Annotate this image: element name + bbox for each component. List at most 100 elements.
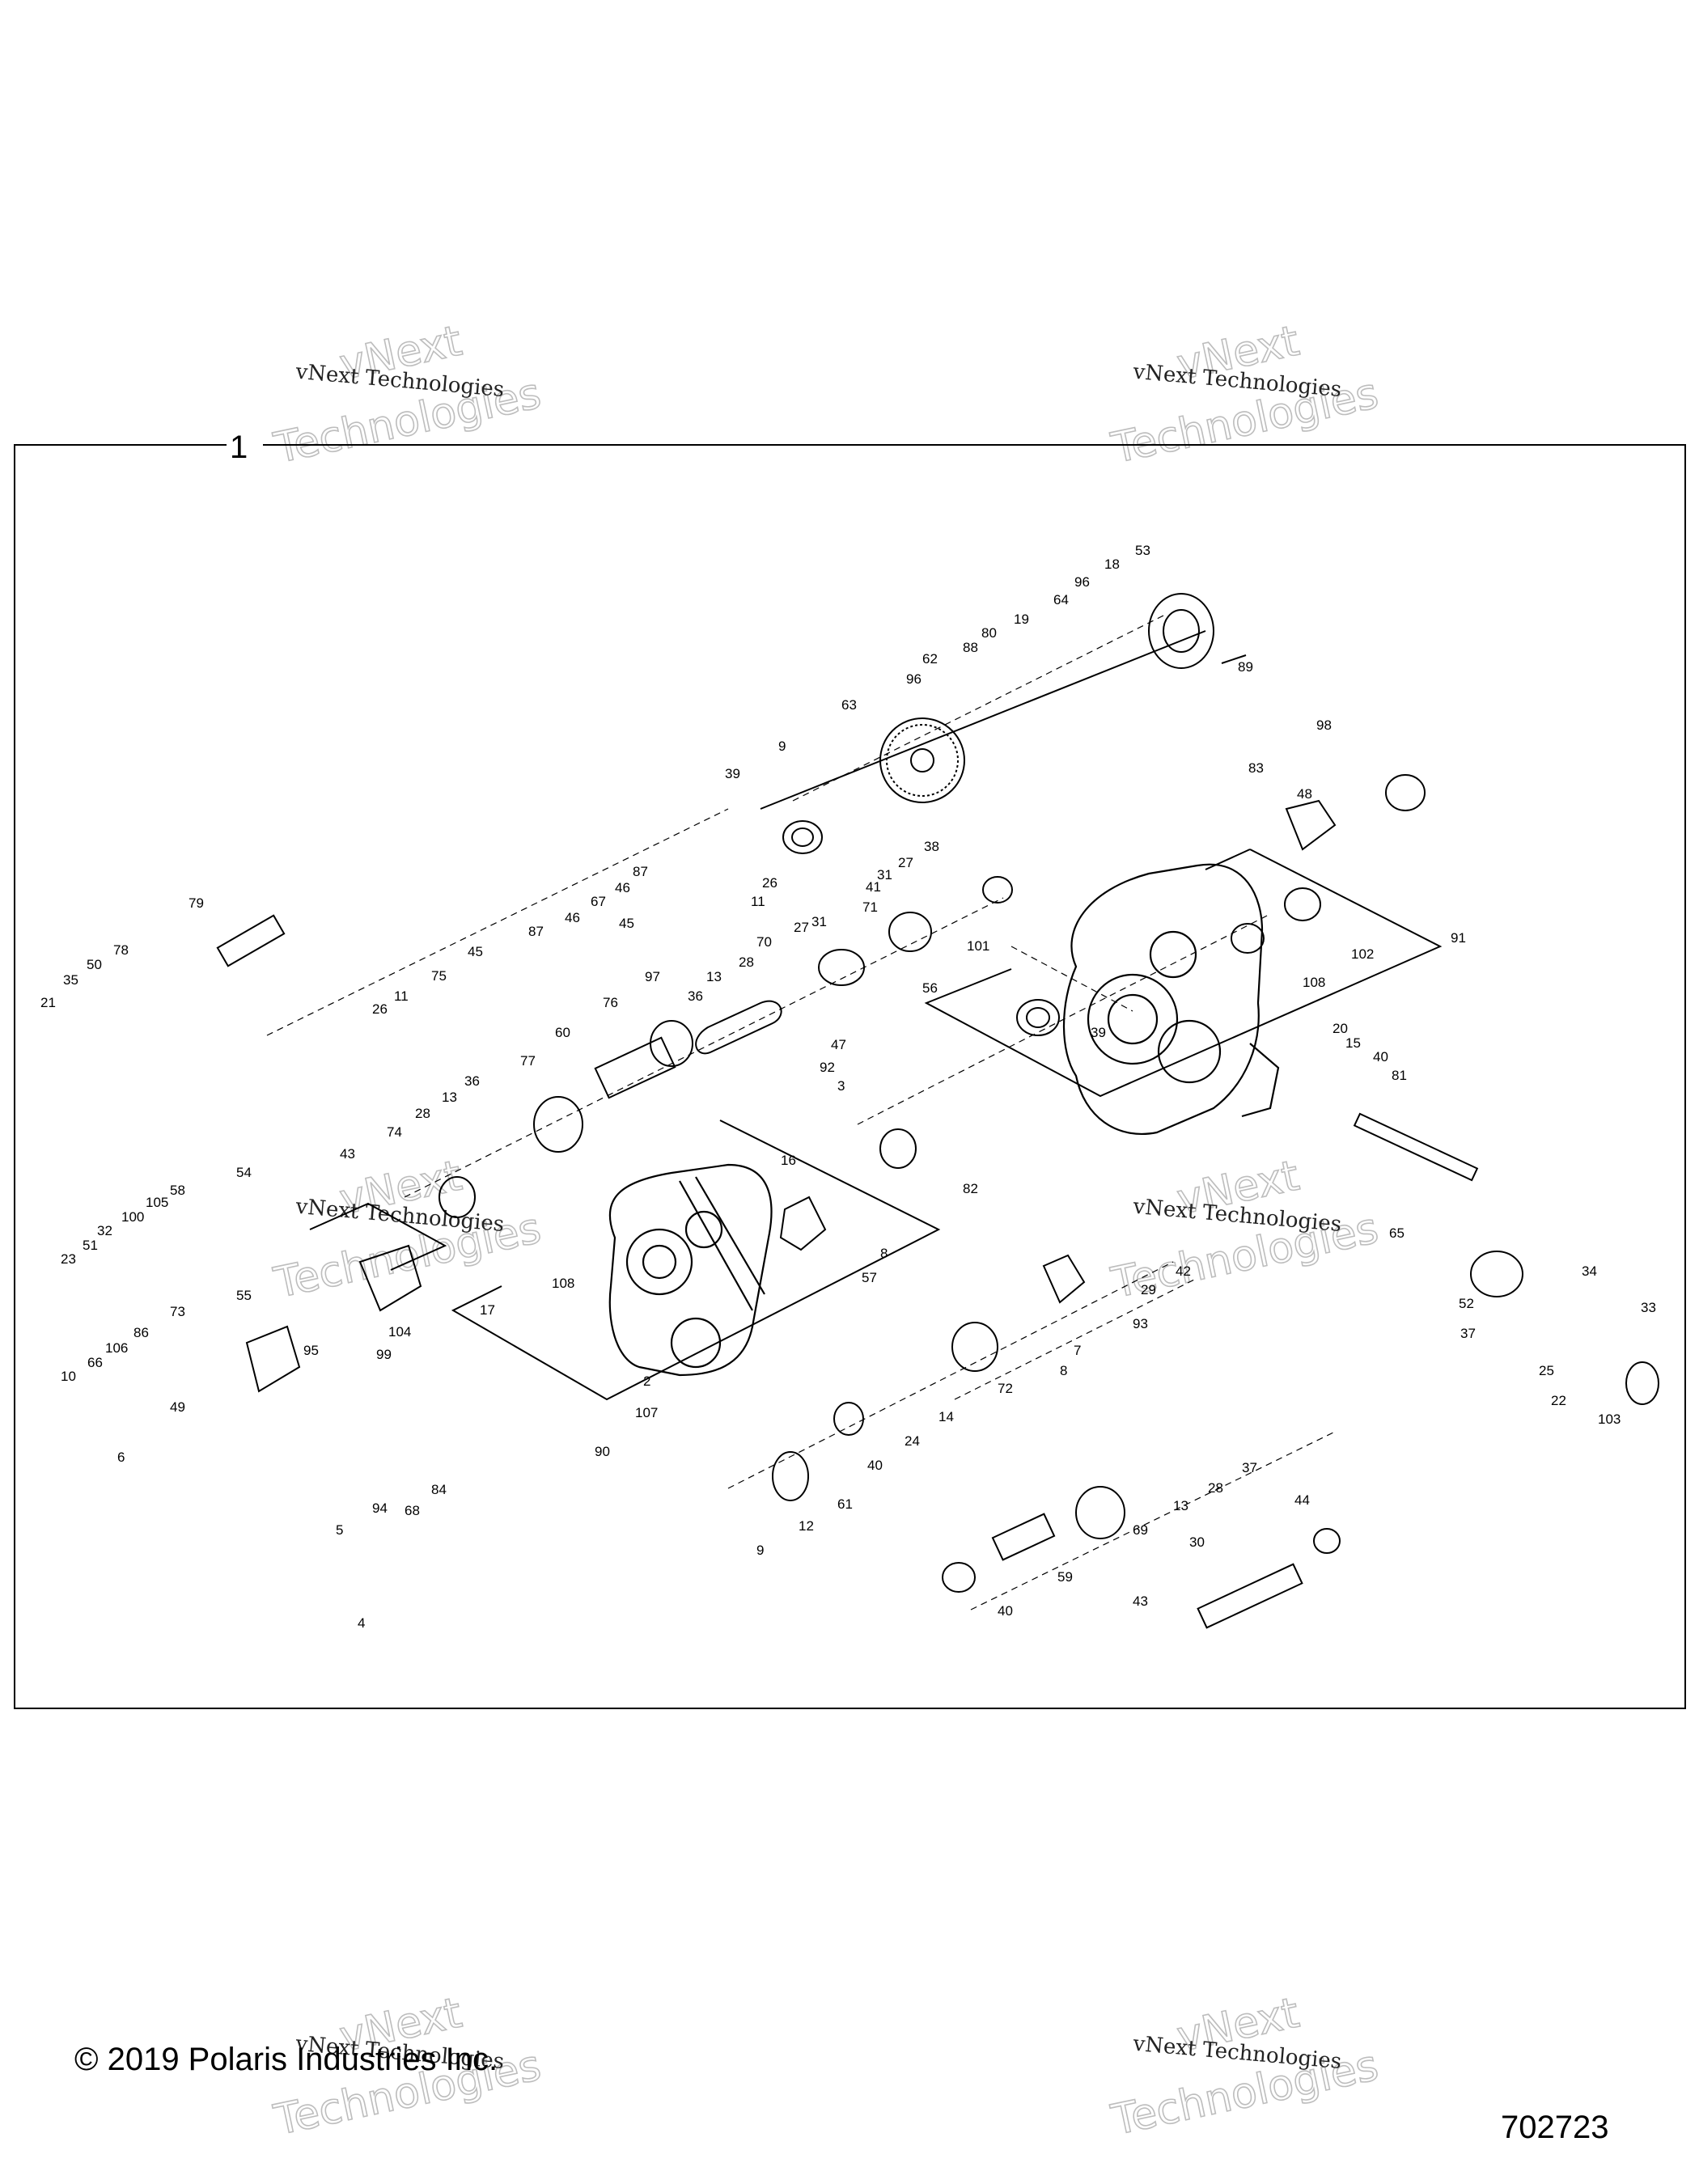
callout-c94: 94 — [372, 1500, 388, 1516]
callout-c108b: 108 — [552, 1276, 574, 1291]
part-108-seal — [1231, 923, 1265, 954]
callout-c104: 104 — [388, 1324, 411, 1340]
callout-c13a: 13 — [706, 969, 722, 984]
assembly-frame — [14, 444, 1686, 1709]
callout-c37a: 37 — [1460, 1326, 1476, 1341]
callout-c26b: 26 — [372, 1001, 388, 1017]
callout-c45b: 45 — [468, 944, 483, 959]
callout-c57: 57 — [862, 1270, 877, 1285]
bracket-91-top — [1205, 849, 1251, 870]
callout-c96b: 96 — [906, 671, 922, 687]
callout-c93: 93 — [1133, 1316, 1148, 1331]
part-53-housing — [1148, 593, 1214, 669]
part-40-bearing — [833, 1402, 864, 1436]
callout-c69: 69 — [1133, 1522, 1148, 1538]
callout-c45a: 45 — [619, 916, 634, 931]
part-103-gear — [1625, 1361, 1659, 1405]
callout-c58: 58 — [170, 1183, 185, 1198]
callout-c40c: 40 — [998, 1603, 1013, 1619]
callout-c19: 19 — [1014, 612, 1029, 627]
part-61-plate — [772, 1451, 809, 1501]
part-102-bearing — [1284, 887, 1321, 921]
callout-c105: 105 — [146, 1195, 168, 1210]
callout-c44: 44 — [1294, 1492, 1310, 1508]
callout-c64: 64 — [1053, 592, 1069, 607]
part-70-hub — [818, 949, 865, 986]
callout-c27b: 27 — [794, 920, 809, 935]
callout-c80: 80 — [981, 625, 997, 641]
callout-c78: 78 — [113, 942, 129, 958]
callout-c92: 92 — [820, 1060, 835, 1075]
bracket-90 — [451, 1120, 941, 1401]
callout-c81: 81 — [1392, 1068, 1407, 1083]
callout-c8b: 8 — [1060, 1363, 1067, 1378]
callout-c95: 95 — [303, 1343, 319, 1358]
part-68-cover — [358, 1244, 422, 1312]
callout-c53: 53 — [1135, 543, 1150, 558]
callout-c16: 16 — [781, 1153, 796, 1168]
callout-c103: 103 — [1598, 1412, 1621, 1427]
callout-c27a: 27 — [898, 855, 913, 870]
callout-c88: 88 — [963, 640, 978, 655]
callout-c31b: 31 — [811, 914, 827, 929]
callout-c86: 86 — [133, 1325, 149, 1340]
callout-c70: 70 — [756, 934, 772, 950]
part-40-bearing-c — [942, 1562, 976, 1593]
callout-c47: 47 — [831, 1037, 846, 1052]
part-39-seal-b — [1016, 999, 1060, 1036]
callout-c29: 29 — [1141, 1282, 1156, 1297]
callout-c5: 5 — [336, 1522, 343, 1538]
callout-c38: 38 — [924, 839, 939, 854]
part-98-plug — [1385, 774, 1426, 811]
callout-c83: 83 — [1248, 760, 1264, 776]
bracket-84 — [309, 1202, 447, 1271]
callout-c26a: 26 — [762, 875, 777, 891]
callout-c91: 91 — [1451, 930, 1466, 946]
part-77-gear — [533, 1096, 583, 1153]
callout-c43a: 43 — [340, 1146, 355, 1162]
part-82-seal — [879, 1128, 917, 1169]
part-79-shaft — [216, 914, 286, 967]
callout-c66: 66 — [87, 1355, 103, 1370]
callout-c18: 18 — [1104, 557, 1120, 572]
callout-c2: 2 — [643, 1373, 650, 1389]
part-57-cover — [779, 1196, 827, 1251]
callout-c28a: 28 — [739, 954, 754, 970]
callout-c9b: 9 — [756, 1543, 764, 1558]
callout-c11b: 11 — [394, 988, 409, 1004]
callout-c48: 48 — [1297, 786, 1312, 802]
part-74-hub — [439, 1176, 476, 1218]
callout-c28b: 28 — [415, 1106, 430, 1121]
part-83-bracket — [1285, 799, 1337, 851]
callout-c60: 60 — [555, 1025, 570, 1040]
callout-c11a: 11 — [751, 894, 765, 909]
callout-c40a: 40 — [1373, 1049, 1388, 1064]
callout-c12: 12 — [799, 1518, 814, 1534]
bracket-89-b — [1221, 654, 1247, 664]
callout-c46b: 46 — [565, 910, 580, 925]
callout-c96a: 96 — [1074, 574, 1090, 590]
callout-c37b: 37 — [1242, 1460, 1257, 1475]
callout-c59: 59 — [1057, 1569, 1073, 1585]
front-case-housing — [1062, 863, 1280, 1135]
callout-c101: 101 — [967, 938, 989, 954]
part-59-shaft — [991, 1513, 1056, 1561]
callout-c89: 89 — [1238, 659, 1253, 675]
callout-c73: 73 — [170, 1304, 185, 1319]
part-65-shaft — [1353, 1112, 1479, 1182]
callout-c49: 49 — [170, 1399, 185, 1415]
callout-c42: 42 — [1176, 1263, 1191, 1279]
callout-c84: 84 — [431, 1482, 447, 1497]
copyright-notice: © 2019 Polaris Industries Inc. — [74, 2042, 498, 2077]
callout-c74: 74 — [387, 1124, 402, 1140]
callout-c76: 76 — [603, 995, 618, 1010]
callout-c31a: 31 — [877, 867, 892, 882]
callout-c10: 10 — [61, 1369, 76, 1384]
part-63-gear — [879, 717, 965, 803]
callout-c22: 22 — [1551, 1393, 1566, 1408]
callout-c102: 102 — [1351, 946, 1374, 962]
callout-c36b: 36 — [464, 1073, 480, 1089]
part-38-bearing — [982, 876, 1013, 904]
callout-c9a: 9 — [778, 739, 786, 754]
